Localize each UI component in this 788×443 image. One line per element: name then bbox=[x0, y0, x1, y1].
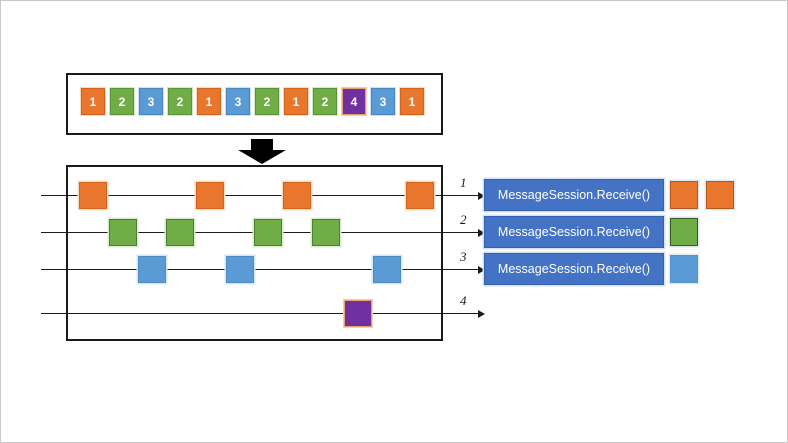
session-lane-line bbox=[41, 195, 481, 196]
message-session-receive-box[interactable]: MessageSession.Receive() bbox=[484, 216, 664, 248]
queue-message-tile: 3 bbox=[139, 88, 163, 115]
session-message-square bbox=[196, 182, 224, 209]
session-number-label: 1 bbox=[460, 175, 467, 190]
queue-message-tile: 1 bbox=[81, 88, 105, 115]
received-message-square bbox=[670, 218, 698, 246]
session-message-square bbox=[226, 256, 254, 283]
session-number-label: 3 bbox=[460, 249, 467, 264]
session-lane-line bbox=[41, 313, 481, 314]
message-session-receive-box[interactable]: MessageSession.Receive() bbox=[484, 253, 664, 285]
session-message-square bbox=[406, 182, 434, 209]
received-messages-group bbox=[670, 255, 698, 283]
session-message-square bbox=[373, 256, 401, 283]
received-messages-group bbox=[670, 218, 698, 246]
session-message-square bbox=[109, 219, 137, 246]
queue-message-tile: 3 bbox=[226, 88, 250, 115]
queue-message-tile: 3 bbox=[371, 88, 395, 115]
queue-message-tile: 2 bbox=[168, 88, 192, 115]
session-lane-arrowhead-icon bbox=[478, 309, 485, 318]
session-lane-arrowhead-icon bbox=[478, 191, 485, 200]
session-message-square bbox=[79, 182, 107, 209]
down-arrow-icon bbox=[236, 139, 288, 164]
queue-message-tile: 2 bbox=[110, 88, 134, 115]
queue-message-tile: 2 bbox=[313, 88, 337, 115]
queue-message-tile: 4 bbox=[342, 88, 366, 115]
session-message-square bbox=[283, 182, 311, 209]
received-message-square bbox=[670, 181, 698, 209]
queue-message-tile: 1 bbox=[400, 88, 424, 115]
session-distribution-box bbox=[66, 165, 443, 341]
session-message-square bbox=[254, 219, 282, 246]
received-message-square bbox=[670, 255, 698, 283]
session-message-square bbox=[166, 219, 194, 246]
received-message-square bbox=[706, 181, 734, 209]
session-message-square bbox=[138, 256, 166, 283]
session-message-square bbox=[344, 300, 372, 327]
session-message-square bbox=[312, 219, 340, 246]
session-number-label: 2 bbox=[460, 212, 467, 227]
session-lane-line bbox=[41, 269, 481, 270]
session-lane-arrowhead-icon bbox=[478, 228, 485, 237]
session-lane-arrowhead-icon bbox=[478, 265, 485, 274]
session-number-label: 4 bbox=[460, 293, 467, 308]
received-messages-group bbox=[670, 181, 734, 209]
queue-message-tile: 1 bbox=[197, 88, 221, 115]
queue-message-tile: 1 bbox=[284, 88, 308, 115]
queue-message-tile: 2 bbox=[255, 88, 279, 115]
message-session-receive-box[interactable]: MessageSession.Receive() bbox=[484, 179, 664, 211]
